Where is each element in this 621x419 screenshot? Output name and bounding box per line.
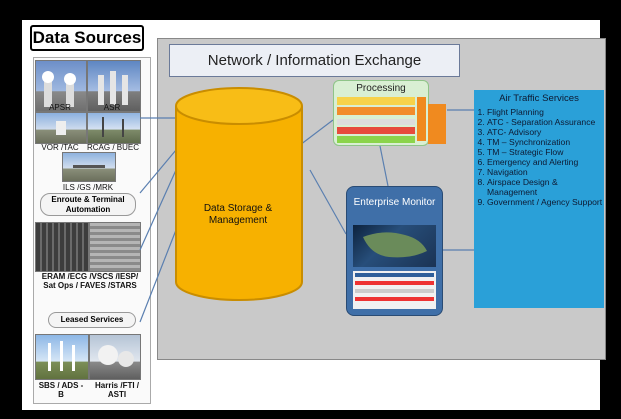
storage-label: Data Storage & Management [203, 203, 273, 226]
ats-item: TM – Strategic Flow [487, 147, 604, 157]
connector-storage-monitor [309, 169, 347, 235]
map-display [353, 225, 436, 267]
asr-photo [87, 60, 141, 112]
ats-item: ATC- Advisory [487, 127, 604, 137]
connector-leased [139, 229, 177, 323]
data-sources-title: Data Sources [30, 25, 144, 51]
processing-row-3 [337, 119, 415, 125]
eram-label: ERAM /ECG /VSCS /IESP/ Sat Ops / FAVES /… [41, 272, 139, 290]
ats-list: Flight PlanningATC - Separation Assuranc… [474, 107, 604, 207]
ats-item: Government / Agency Support [487, 197, 604, 207]
processing-row-5 [337, 136, 415, 143]
ats-item: Emergency and Alerting [487, 157, 604, 167]
connector-storage-processing [299, 119, 334, 146]
map-icon [363, 232, 427, 258]
harris-label: Harris /FTI / ASTI [95, 381, 140, 399]
ats-item: Navigation [487, 167, 604, 177]
harris-photo [89, 334, 141, 380]
processing-row-2 [337, 107, 415, 115]
apsr-label: APSR [49, 103, 71, 112]
monitor-table [353, 271, 436, 309]
rcag-photo [87, 112, 141, 144]
data-storage-cylinder [175, 87, 303, 301]
asr-label: ASR [103, 103, 121, 112]
processing-row-4 [337, 127, 415, 134]
antenna-icon [102, 117, 124, 137]
apsr-photo [35, 60, 87, 112]
sbs-photo [35, 334, 89, 380]
ats-title: Air Traffic Services [499, 93, 579, 104]
processing-panel: Processing [333, 80, 429, 146]
enterprise-monitor-panel: Enterprise Monitor [346, 186, 443, 316]
enterprise-monitor-label: Enterprise Monitor [353, 197, 436, 208]
connector-automation [139, 149, 177, 194]
processing-row-1 [337, 97, 415, 105]
antenna-icon [56, 121, 66, 135]
antenna-icon [48, 341, 75, 371]
enroute-terminal-automation-label: Enroute & Terminal Automation [40, 193, 136, 216]
connector-eram [139, 169, 177, 251]
satellite-dish-icon [98, 345, 134, 367]
leased-services-label: Leased Services [48, 312, 136, 328]
processing-label: Processing [356, 83, 406, 94]
ats-item: Flight Planning [487, 107, 604, 117]
radar-tower-icon [98, 71, 128, 105]
ats-item: Airspace Design & Management [487, 177, 604, 197]
antenna-icon [73, 165, 105, 168]
connector-processing-monitor [379, 145, 389, 187]
rcag-label: RCAG / BUEC [87, 143, 140, 152]
ils-photo [62, 152, 116, 182]
ats-item: TM – Synchronization [487, 137, 604, 147]
processing-right-block [428, 104, 446, 144]
air-traffic-services-panel: Air Traffic Services Flight PlanningATC … [474, 90, 604, 308]
radar-tower-icon [42, 71, 76, 107]
eram-photo-2 [89, 222, 141, 272]
eram-photo-1 [35, 222, 89, 272]
network-information-exchange-label: Network / Information Exchange [169, 44, 460, 77]
processing-sidebar [417, 97, 426, 141]
vortac-label: VOR /TAC [41, 143, 79, 152]
ils-label: ILS /GS /MRK [62, 183, 114, 192]
vortac-photo [35, 112, 87, 144]
ats-item: ATC - Separation Assurance [487, 117, 604, 127]
sbs-label: SBS / ADS - B [38, 381, 84, 399]
